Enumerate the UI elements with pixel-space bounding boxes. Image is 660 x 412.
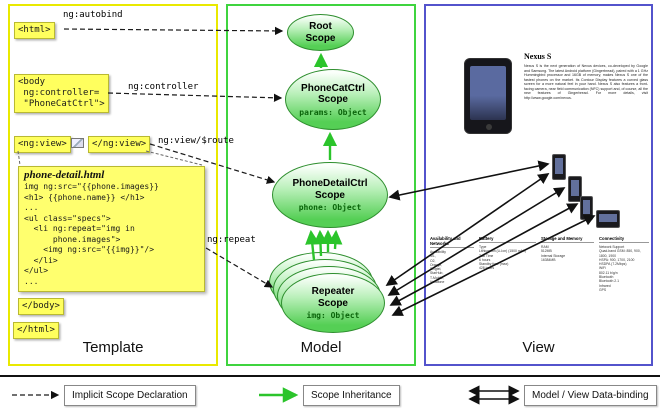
template-file-name: phone-detail.html bbox=[24, 169, 105, 181]
html-close-tag-box: </html> bbox=[13, 322, 59, 339]
view-placeholder-icon bbox=[71, 138, 84, 148]
phonedetailctrl-scope-title: PhoneDetailCtrl Scope bbox=[292, 178, 368, 201]
spec-body: Network Support Quad-band GSM: 850, 900,… bbox=[599, 245, 641, 292]
phone-thumbnail bbox=[552, 154, 566, 180]
repeater-scope-title: Repeater Scope bbox=[311, 286, 355, 309]
phonedetailctrl-scope-ellipse: PhoneDetailCtrl Scope phone: Object bbox=[272, 162, 388, 228]
legend-separator-line bbox=[0, 375, 660, 377]
legend-implicit-scope-declaration: Implicit Scope Declaration bbox=[64, 385, 196, 406]
ng-repeat-label: ng:repeat bbox=[207, 235, 256, 245]
phone-thumbnail bbox=[580, 196, 593, 220]
html-open-tag-box: <html> bbox=[14, 22, 55, 39]
spec-body: Type Lithium Ion (Li-Ion) (1500 mAh) Tal… bbox=[479, 245, 526, 271]
ngview-close-tag-box: </ng:view> bbox=[88, 136, 151, 153]
phonecatctrl-scope-title: PhoneCatCtrl Scope bbox=[301, 82, 365, 106]
spec-header: Availability and Networks bbox=[430, 236, 474, 248]
template-code: img ng:src="{{phone.images}} <h1> {{phon… bbox=[24, 182, 159, 286]
spec-column-battery: Battery Type Lithium Ion (Li-Ion) (1500 … bbox=[479, 236, 536, 271]
spec-body: RAM 512MB Internal Storage 16384MB bbox=[541, 245, 566, 262]
phonecatctrl-scope-binding: params: Object bbox=[299, 107, 367, 117]
phone-screen bbox=[470, 66, 506, 120]
phone-home-key bbox=[486, 124, 492, 130]
template-panel-label: Template bbox=[82, 339, 144, 356]
ng-controller-label: ng:controller bbox=[128, 82, 199, 92]
body-open-tag-box: <body ng:controller= "PhoneCatCtrl"> bbox=[14, 74, 109, 113]
ng-autobind-label: ng:autobind bbox=[63, 10, 123, 20]
view-panel-label: View bbox=[522, 339, 555, 356]
model-panel-label: Model bbox=[300, 339, 342, 356]
phone-thumbnail bbox=[568, 176, 582, 202]
spec-column-connectivity: Connectivity Network Support Quad-band G… bbox=[599, 236, 649, 292]
ng-view-route-label: ng:view/$route bbox=[158, 136, 234, 146]
spec-header: Connectivity bbox=[599, 236, 649, 243]
ngview-open-tag-box: <ng:view> bbox=[14, 136, 71, 153]
body-close-tag-box: </body> bbox=[18, 298, 64, 315]
phonecatctrl-scope-ellipse: PhoneCatCtrl Scope params: Object bbox=[285, 69, 381, 130]
repeater-scope-ellipse: Repeater Scope img: Object bbox=[281, 273, 385, 333]
spec-header: Battery bbox=[479, 236, 536, 243]
root-scope-title: Root Scope bbox=[305, 21, 336, 44]
spec-header: Storage and Memory bbox=[541, 236, 594, 243]
legend-scope-inheritance: Scope Inheritance bbox=[303, 385, 400, 406]
view-page-description: Nexus S is the next generation of Nexus … bbox=[524, 64, 648, 100]
legend-model-view-data-binding: Model / View Data-binding bbox=[524, 385, 657, 406]
view-page-title: Nexus S bbox=[524, 52, 552, 61]
root-scope-ellipse: Root Scope bbox=[287, 14, 354, 51]
phone-main-image bbox=[464, 58, 512, 134]
repeater-scope-binding: img: Object bbox=[306, 311, 360, 320]
spec-body: Availability M1, O2, Orange, Singtel, St… bbox=[430, 250, 446, 285]
phone-thumbnail bbox=[596, 210, 620, 228]
spec-column-availability: Availability and Networks Availability M… bbox=[430, 236, 474, 284]
phone-detail-template-box: phone-detail.html img ng:src="{{phone.im… bbox=[18, 166, 205, 292]
phonedetailctrl-scope-binding: phone: Object bbox=[298, 203, 362, 212]
spec-column-storage: Storage and Memory RAM 512MB Internal St… bbox=[541, 236, 594, 262]
